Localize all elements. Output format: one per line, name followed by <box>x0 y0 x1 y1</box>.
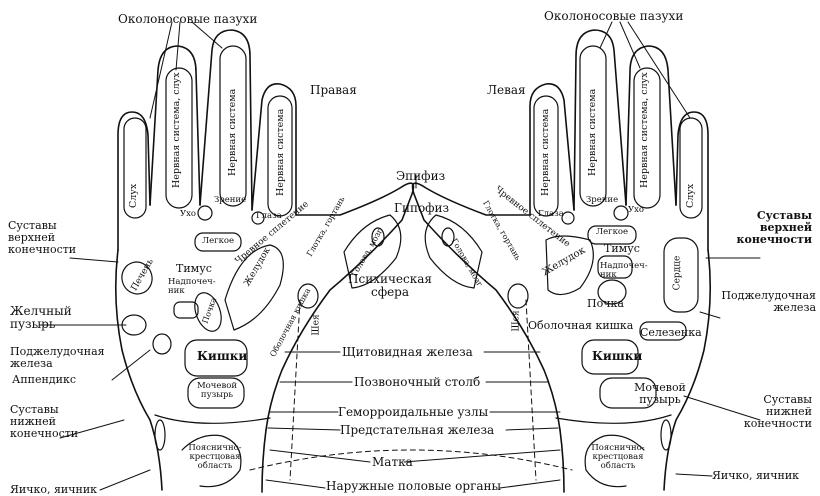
label-joints-upper-left: Суставы верхней конечности <box>730 210 812 246</box>
label-nervous-hearing-left: Нервная система, слух <box>640 68 650 188</box>
label-genitals: Наружные половые органы <box>326 480 501 493</box>
label-thymus-left: Тимус <box>604 243 640 255</box>
label-thyroid: Щитовидная железа <box>342 346 473 359</box>
label-duodenum-left: Оболочная кишка <box>528 320 633 332</box>
label-testicle-right: Яичко, яичник <box>10 484 97 496</box>
label-nasal-sinuses-right-hand: Околоносовые пазухи <box>118 13 257 26</box>
label-adrenal-left: Надпочеч-ник <box>600 262 646 280</box>
label-epiphysis: Эпифиз <box>396 170 445 183</box>
label-intestines-right: Кишки <box>197 350 247 363</box>
label-spleen: Селезенка <box>640 327 702 339</box>
label-lung-right: Легкое <box>202 237 234 246</box>
label-vision-left: Зрение <box>586 196 618 205</box>
label-eyes-right: Глаза <box>256 212 282 221</box>
label-nasal-sinuses-left-hand: Околоносовые пазухи <box>544 10 683 23</box>
label-nervous-right-1: Нервная система <box>228 66 238 176</box>
label-nervous-hearing-right: Нервная система, слух <box>172 68 182 188</box>
label-neck-left: Шея <box>512 310 522 331</box>
label-right: Правая <box>310 84 357 97</box>
label-joints-lower-right: Суставы нижней конечности <box>10 404 70 440</box>
label-appendix: Аппендикс <box>12 374 76 386</box>
label-hearing-left: Слух <box>686 148 696 208</box>
label-joints-lower-left: Суставы нижней конечности <box>742 394 812 430</box>
label-spine: Позвоночный столб <box>354 376 480 389</box>
label-pancreas-right: Поджелудочная железа <box>10 346 118 370</box>
label-nervous-right-2: Нервная система <box>276 96 286 196</box>
label-adrenal-right: Надпочеч-ник <box>168 278 214 296</box>
label-intestines-left: Кишки <box>592 350 642 363</box>
label-hypophysis: Гипофиз <box>394 202 449 215</box>
label-gallbladder: Желчный пузырь <box>10 305 70 331</box>
label-hearing-right: Слух <box>129 148 139 208</box>
label-heart: Сердце <box>672 256 682 291</box>
label-testicle-left: Яичко, яичник <box>712 470 799 482</box>
label-joints-upper-right: Суставы верхней конечности <box>8 220 72 256</box>
label-hemorrhoid: Геморроидальные узлы <box>338 406 488 419</box>
label-bladder-left: Мочевой пузырь <box>630 382 690 406</box>
label-lumbosacral-left: Пояснично-крестцовая область <box>588 444 648 471</box>
label-kidney-left: Почка <box>587 298 624 310</box>
label-ear-right: Ухо <box>180 210 196 219</box>
label-ear-left: Ухо <box>628 206 644 215</box>
label-prostate: Предстательная железа <box>340 424 494 437</box>
label-uterus: Матка <box>372 456 413 469</box>
label-lung-left: Легкое <box>596 228 628 237</box>
label-pancreas-left: Поджелудочная железа <box>712 290 816 314</box>
label-vision-right: Зрение <box>214 196 246 205</box>
label-nervous-left-2: Нервная система <box>541 96 551 196</box>
label-bladder-right: Мочевой пузырь <box>192 382 242 400</box>
label-left: Левая <box>487 84 526 97</box>
label-thymus-right: Тимус <box>176 263 212 275</box>
label-neck-right: Шея <box>312 314 322 335</box>
label-lumbosacral-right: Пояснично-крестцовая область <box>186 444 244 471</box>
label-nervous-left-1: Нервная система <box>588 66 598 176</box>
